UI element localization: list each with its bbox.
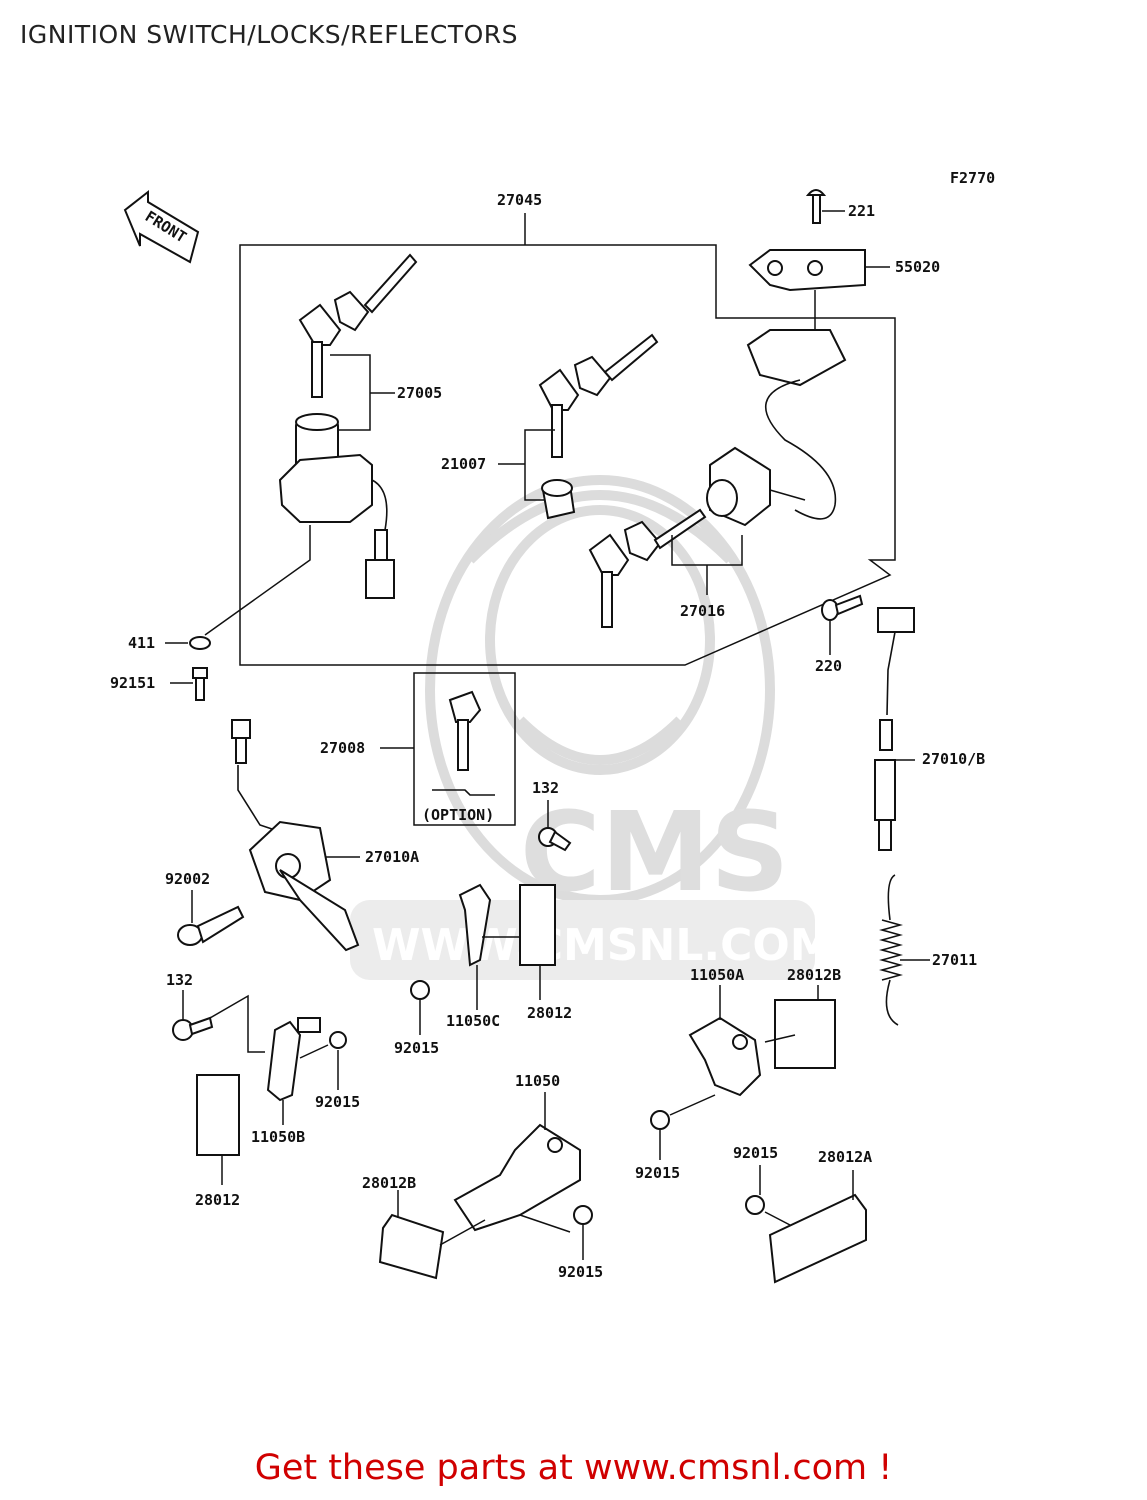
screw-221 — [805, 189, 827, 224]
part-label: 220 — [815, 657, 842, 675]
nut-92015-right — [650, 1110, 670, 1130]
bracket-11050b — [266, 1017, 321, 1102]
part-label: 11050A — [690, 966, 744, 984]
part-labels: 27045 221 55020 27005 21007 27016 411 92… — [110, 191, 985, 1281]
screw-132-lower — [172, 1016, 214, 1041]
part-label: 28012 — [195, 1191, 240, 1209]
part-label: 27016 — [680, 602, 725, 620]
part-label: 27005 — [397, 384, 442, 402]
part-label: 92015 — [733, 1144, 778, 1162]
part-label: 55020 — [895, 258, 940, 276]
part-label: 27008 — [320, 739, 365, 757]
part-label: 28012 — [527, 1004, 572, 1022]
part-label: 11050B — [251, 1128, 305, 1146]
bracket-11050c — [458, 883, 520, 967]
screw-220 — [821, 594, 864, 621]
option-box — [413, 672, 516, 826]
part-label: 411 — [128, 634, 155, 652]
front-arrow-icon: FRONT — [123, 189, 200, 264]
nut-92015-left — [329, 1031, 347, 1049]
washer-411 — [189, 636, 211, 650]
bolt-92151 — [192, 667, 208, 701]
switch-27010a — [231, 719, 360, 952]
part-label: 11050 — [515, 1072, 560, 1090]
watermark-url: WWW.CMSNL.COM — [372, 920, 834, 971]
bolt-92002 — [177, 905, 245, 946]
part-label: 27011 — [932, 951, 977, 969]
watermark: CMS WWW.CMSNL.COM — [350, 475, 834, 980]
part-label: 27010/B — [922, 750, 985, 768]
reflector-28012a — [768, 1193, 867, 1284]
part-label: 27010A — [365, 848, 419, 866]
part-label: 92015 — [635, 1164, 680, 1182]
footer-promo[interactable]: Get these parts at www.cmsnl.com ! — [254, 1448, 893, 1488]
nut-92015-lower — [573, 1205, 593, 1225]
reflector-28012-upper — [519, 884, 556, 966]
part-label: 21007 — [441, 455, 486, 473]
part-label: 27045 — [497, 191, 542, 209]
part-label: 28012A — [818, 1148, 872, 1166]
switch-27010b — [874, 607, 915, 851]
part-label: 92015 — [558, 1263, 603, 1281]
spring-27011 — [879, 874, 903, 1026]
reflector-28012b-right — [774, 999, 836, 1069]
watermark-brand: CMS — [520, 788, 789, 916]
part-label: 92015 — [315, 1093, 360, 1111]
seat-lock — [588, 446, 806, 628]
nut-92015-lower-right — [745, 1195, 765, 1215]
bracket-55020 — [746, 249, 866, 520]
option-label: (OPTION) — [422, 806, 494, 824]
key-set-27005 — [298, 253, 418, 398]
nut-92015-upper — [410, 980, 430, 1000]
part-label: 132 — [532, 779, 559, 797]
key-set-21007 — [538, 333, 659, 520]
part-label: 221 — [848, 202, 875, 220]
reflector-28012b-lower — [378, 1213, 445, 1280]
part-label: 132 — [166, 971, 193, 989]
ignition-switch — [278, 413, 395, 599]
part-label: 11050C — [446, 1012, 500, 1030]
part-label: 92015 — [394, 1039, 439, 1057]
bracket-11050 — [453, 1123, 581, 1232]
page-title: IGNITION SWITCH/LOCKS/REFLECTORS — [20, 20, 519, 49]
option-key — [432, 690, 495, 796]
part-label: 28012B — [787, 966, 841, 984]
part-label: 28012B — [362, 1174, 416, 1192]
part-label: 92151 — [110, 674, 155, 692]
part-label: 92002 — [165, 870, 210, 888]
reflector-28012-lower — [196, 1074, 240, 1156]
bracket-11050a — [688, 1016, 762, 1097]
figure-code: F2770 — [950, 169, 995, 187]
